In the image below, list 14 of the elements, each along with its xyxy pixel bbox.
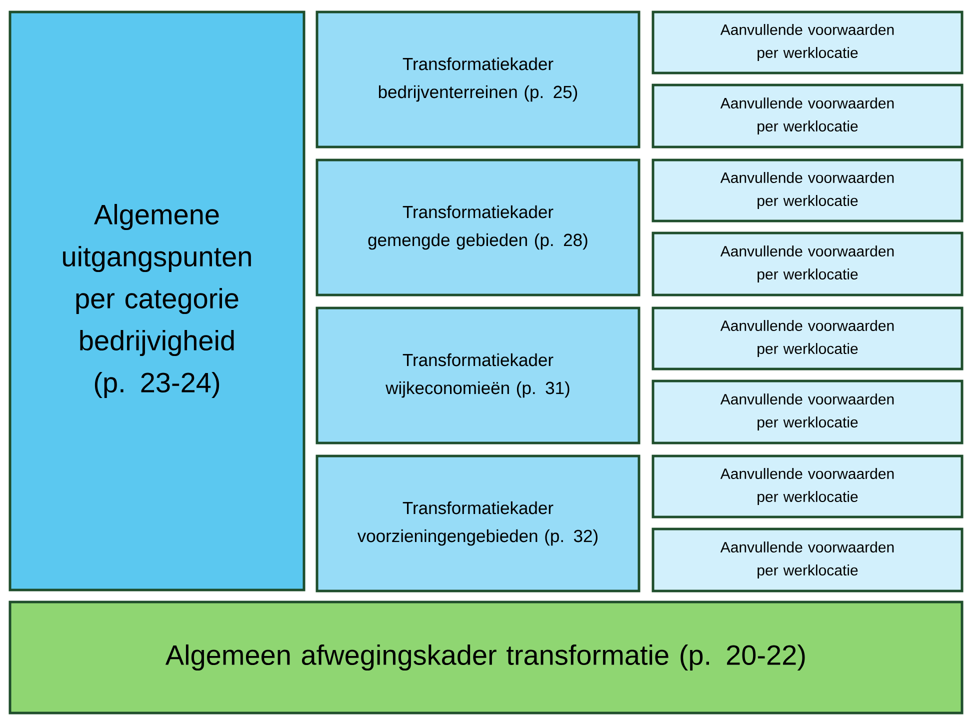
condition-box: Aanvullende voorwaarden per werklocatie bbox=[652, 232, 964, 296]
condition-box: Aanvullende voorwaarden per werklocatie bbox=[652, 454, 964, 518]
framework-box: Transformatiekader voorzieningengebieden (p. 32) bbox=[316, 454, 640, 592]
condition-box: Aanvullende voorwaarden per werklocatie bbox=[652, 10, 964, 74]
condition-box: Aanvullende voorwaarden per werklocatie bbox=[652, 380, 964, 444]
condition-box: Aanvullende voorwaarden per werklocatie bbox=[652, 158, 964, 222]
framework-box: Transformatiekader bedrijventerreinen (p. 25) bbox=[316, 10, 640, 148]
condition-box: Aanvullende voorwaarden per werklocatie bbox=[652, 84, 964, 148]
condition-box: Aanvullende voorwaarden per werklocatie bbox=[652, 528, 964, 592]
framework-box: Transformatiekader gemengde gebieden (p. 28) bbox=[316, 158, 640, 296]
category-box: Algemene uitgangspunten per categorie bedrijvigheid (p. 23-24) bbox=[8, 10, 306, 592]
framework-box: Transformatiekader wijkeconomieën (p. 31) bbox=[316, 306, 640, 444]
condition-box: Aanvullende voorwaarden per werklocatie bbox=[652, 306, 964, 370]
foundation-box: Algemeen afwegingskader transformatie (p. 20-22) bbox=[8, 600, 964, 714]
